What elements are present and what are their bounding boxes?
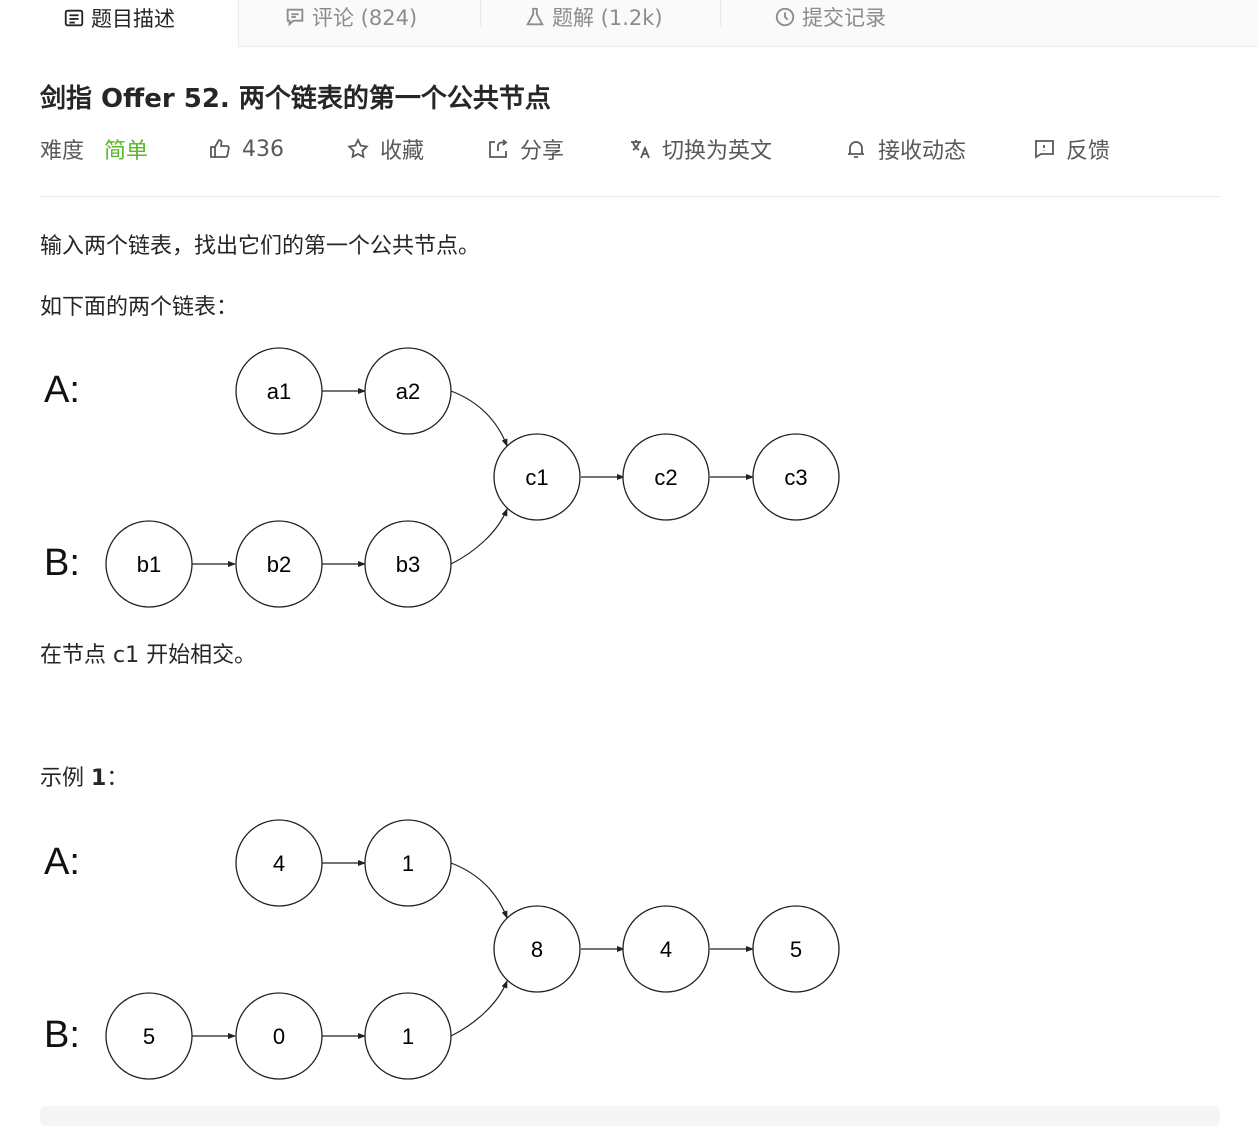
svg-text:5: 5: [790, 937, 802, 962]
description-paragraph: 输入两个链表，找出它们的第一个公共节点。: [40, 234, 481, 259]
svg-text:5: 5: [143, 1024, 155, 1049]
feedback-icon: [1035, 140, 1054, 159]
feedback-label: 反馈: [1066, 139, 1111, 164]
favorite-label: 收藏: [380, 139, 425, 164]
svg-text:8: 8: [531, 937, 543, 962]
example-code-block: [40, 1106, 1220, 1126]
list-node: 0: [235, 992, 323, 1080]
list-a-label: A:: [44, 369, 80, 411]
svg-text:0: 0: [273, 1024, 285, 1049]
list-node: b2: [235, 520, 323, 608]
example-diagram: A: B: 4 1 5 0 1 8 4 5: [44, 819, 840, 1080]
subscribe-button[interactable]: 接收动态: [844, 132, 966, 166]
svg-text:c3: c3: [784, 465, 807, 490]
tab-description[interactable]: 题目描述: [0, 0, 239, 47]
tab-separator: [480, 0, 481, 26]
svg-text:4: 4: [660, 937, 672, 962]
bell-icon: [848, 141, 864, 158]
list-node: 1: [364, 819, 452, 907]
flask-icon: [526, 7, 544, 26]
star-icon: [347, 137, 369, 159]
tab-label: 题解 (1.2k): [552, 6, 663, 30]
svg-text:b2: b2: [267, 552, 291, 577]
tab-label: 评论 (824): [312, 6, 418, 30]
list-node: 5: [105, 992, 193, 1080]
list-node: a1: [235, 347, 323, 435]
thumbs-up-icon: [210, 139, 230, 158]
list-node: b1: [105, 520, 193, 608]
example-suffix: ：: [106, 766, 129, 791]
svg-text:b1: b1: [137, 552, 161, 577]
list-node: 5: [752, 905, 840, 993]
example-number: 1: [91, 766, 107, 791]
list-b-label: B:: [44, 1014, 80, 1056]
tab-label: 提交记录: [802, 6, 886, 30]
description-paragraph: 如下面的两个链表：: [40, 295, 239, 320]
tab-bar: 题目描述 评论 (824) 题解 (1.2k) 提交记录: [0, 0, 1258, 47]
example-heading: 示例 1：: [40, 760, 128, 792]
clock-icon: [775, 7, 795, 27]
list-node: c2: [622, 433, 710, 521]
translate-button[interactable]: 切换为英文: [628, 132, 772, 166]
description-icon: [64, 9, 84, 26]
difficulty-value: 简单: [104, 139, 149, 164]
list-b-label: B:: [44, 542, 80, 584]
difficulty-label: 难度: [40, 139, 85, 164]
list-a-label: A:: [44, 841, 80, 883]
translate-label: 切换为英文: [662, 139, 773, 164]
svg-text:4: 4: [273, 851, 285, 876]
favorite-button[interactable]: 收藏: [346, 132, 424, 166]
tab-separator: [720, 0, 721, 26]
translate-icon: [631, 140, 650, 159]
list-node: 4: [622, 905, 710, 993]
svg-text:1: 1: [402, 851, 414, 876]
like-count: 436: [242, 136, 284, 162]
svg-text:c2: c2: [654, 465, 677, 490]
list-node: 1: [364, 992, 452, 1080]
list-node: b3: [364, 520, 452, 608]
subscribe-label: 接收动态: [878, 139, 967, 164]
svg-text:c1: c1: [525, 465, 548, 490]
svg-text:1: 1: [402, 1024, 414, 1049]
svg-text:b3: b3: [396, 552, 420, 577]
description-paragraph: 在节点 c1 开始相交。: [40, 643, 257, 668]
list-node: a2: [364, 347, 452, 435]
tab-label: 题目描述: [91, 6, 175, 31]
comment-icon: [286, 8, 304, 27]
svg-text:a1: a1: [267, 379, 291, 404]
list-node: 8: [493, 905, 581, 993]
feedback-button[interactable]: 反馈: [1032, 132, 1110, 166]
share-label: 分享: [520, 139, 565, 164]
difficulty: 难度 简单: [40, 132, 148, 166]
tab-submissions[interactable]: 提交记录: [774, 0, 886, 46]
list-node: 4: [235, 819, 323, 907]
tab-solutions[interactable]: 题解 (1.2k): [524, 0, 663, 46]
tab-comments[interactable]: 评论 (824): [284, 0, 417, 46]
share-icon: [489, 139, 508, 158]
example-prefix: 示例: [40, 766, 91, 791]
like-button[interactable]: 436: [208, 132, 284, 166]
svg-text:a2: a2: [396, 379, 420, 404]
divider: [40, 196, 1220, 197]
share-button[interactable]: 分享: [486, 132, 564, 166]
problem-title: 剑指 Offer 52. 两个链表的第一个公共节点: [40, 84, 551, 114]
list-node: c3: [752, 433, 840, 521]
linked-list-diagram: A: B: a1 a2 b1 b2 b3 c1 c2 c3: [44, 347, 840, 608]
list-node: c1: [493, 433, 581, 521]
